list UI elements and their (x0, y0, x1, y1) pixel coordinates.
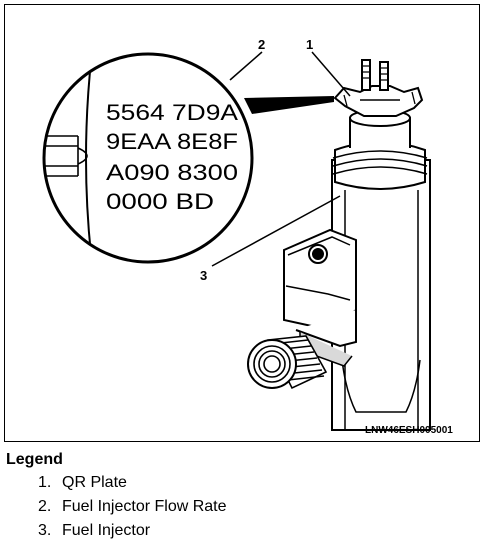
figure-id: LNW46ESH005001 (365, 425, 453, 436)
callout-1: 1 (306, 37, 313, 52)
threaded-connector (247, 335, 328, 390)
legend-item-number: 2. (38, 498, 52, 515)
inlet-boss (283, 228, 357, 367)
callout-2: 2 (258, 37, 265, 52)
legend-item-number: 1. (38, 474, 52, 491)
callout-3: 3 (200, 268, 207, 283)
qr-plate (333, 59, 424, 117)
qr-code-line-1: 5564 7D9A (106, 100, 238, 125)
legend-item: 1. QR Plate (38, 474, 127, 492)
legend-title: Legend (6, 451, 63, 468)
callouts (211, 51, 351, 267)
qr-code-line-4: 0000 BD (106, 189, 214, 214)
qr-code-line-2: 9EAA 8E8F (106, 129, 238, 154)
legend-item: 3. Fuel Injector (38, 522, 150, 540)
legend-item-text: Fuel Injector Flow Rate (62, 498, 227, 515)
legend-item-number: 3. (38, 522, 52, 539)
legend-item: 2. Fuel Injector Flow Rate (38, 498, 227, 516)
magnified-label-view: 5564 7D9A 9EAA 8E8F A090 8300 0000 BD (42, 52, 254, 264)
qr-code-line-3: A090 8300 (106, 160, 238, 185)
legend-item-text: QR Plate (62, 474, 127, 491)
legend-item-text: Fuel Injector (62, 522, 151, 539)
magnifier-pointer (244, 96, 334, 114)
injector-upper (332, 109, 428, 190)
